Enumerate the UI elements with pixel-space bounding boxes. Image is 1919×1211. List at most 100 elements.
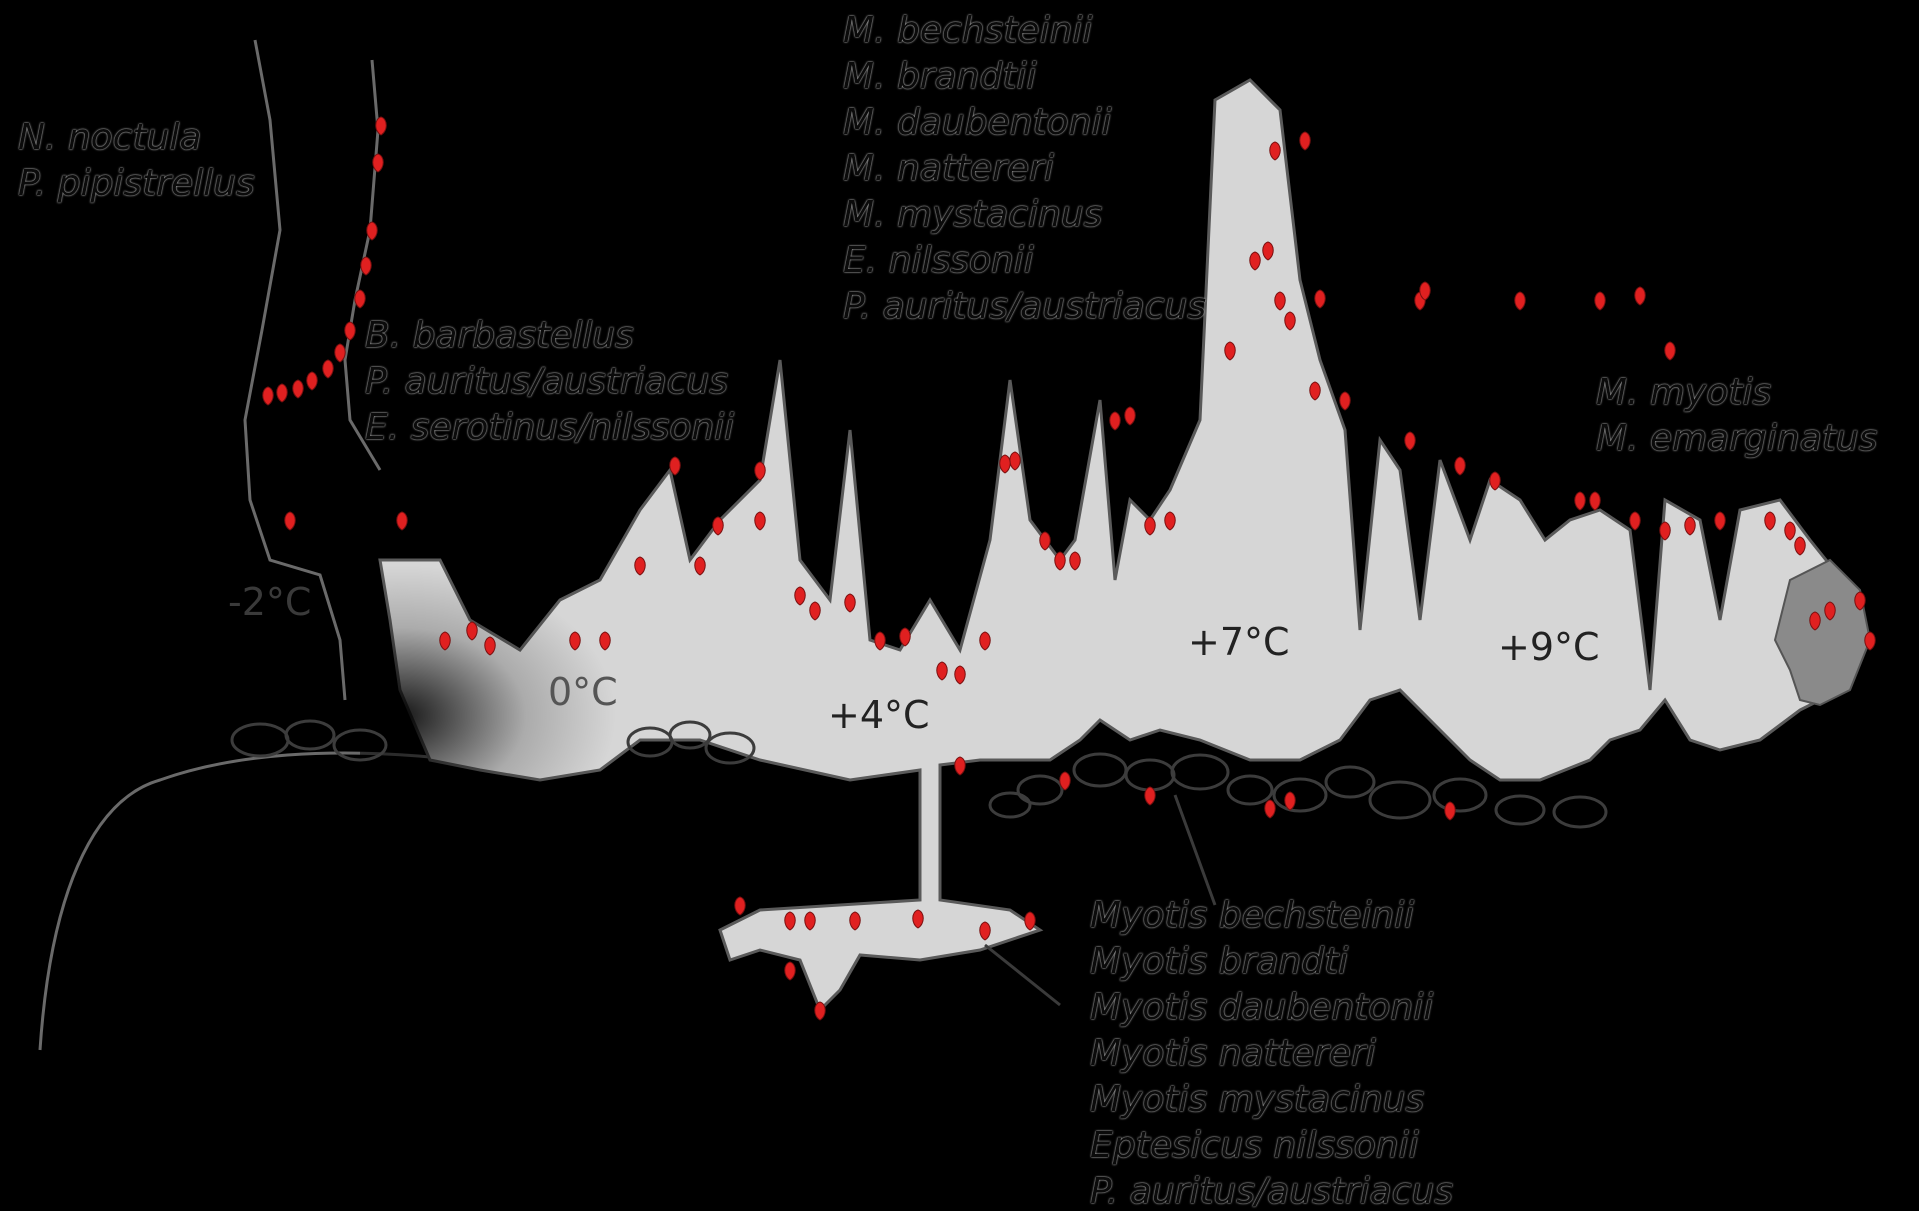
bat-marker xyxy=(754,511,766,531)
boulder xyxy=(1432,777,1488,813)
bat-marker xyxy=(1284,791,1296,811)
bat-marker xyxy=(899,627,911,647)
bat-marker xyxy=(936,661,948,681)
species-name: M. emarginatus xyxy=(1596,418,1878,459)
bat-marker xyxy=(1069,551,1081,571)
bat-marker xyxy=(669,456,681,476)
boulder xyxy=(1368,780,1432,820)
bat-marker xyxy=(1262,241,1274,261)
boulder xyxy=(1124,758,1176,792)
bat-marker xyxy=(1009,451,1021,471)
boulder xyxy=(668,720,712,750)
bat-marker xyxy=(1274,291,1286,311)
bat-marker xyxy=(694,556,706,576)
temperature-label-entrance: -2°C xyxy=(228,580,312,624)
species-name: P. auritus/austriacus xyxy=(1090,1171,1454,1211)
temperature-label-inner-hall: +7°C xyxy=(1188,620,1290,664)
species-name: Myotis daubentonii xyxy=(1090,987,1434,1028)
bat-marker xyxy=(484,636,496,656)
boulder xyxy=(230,722,290,758)
bat-marker xyxy=(599,631,611,651)
species-name: Myotis mystacinus xyxy=(1090,1079,1425,1120)
bat-marker xyxy=(1059,771,1071,791)
bat-marker xyxy=(292,379,304,399)
species-name: Myotis nattereri xyxy=(1090,1033,1376,1074)
floor-boulders xyxy=(230,719,1608,829)
species-label-entrance-wall: B. barbastellus P. auritus/austriacus E.… xyxy=(365,313,734,451)
pointer-arrow-lower-passage xyxy=(984,943,1061,1007)
bat-marker xyxy=(979,631,991,651)
bat-marker xyxy=(954,665,966,685)
bat-marker xyxy=(794,586,806,606)
bat-marker xyxy=(1634,286,1646,306)
species-name: M. daubentonii xyxy=(843,102,1112,143)
bat-marker xyxy=(814,1001,826,1021)
bat-marker xyxy=(1124,406,1136,426)
bat-marker xyxy=(1109,411,1121,431)
boulder xyxy=(1170,753,1230,791)
bat-marker xyxy=(1144,516,1156,536)
bat-marker xyxy=(784,961,796,981)
bat-marker xyxy=(1224,341,1236,361)
species-name: Myotis bechsteinii xyxy=(1090,895,1415,936)
bat-marker xyxy=(360,256,372,276)
species-name: N. noctula xyxy=(18,117,202,158)
bat-marker xyxy=(306,371,318,391)
bat-marker xyxy=(1824,601,1836,621)
bat-marker xyxy=(804,911,816,931)
bat-marker xyxy=(1054,551,1066,571)
species-name: Eptesicus nilssonii xyxy=(1090,1125,1419,1166)
bat-marker xyxy=(375,116,387,136)
bat-marker xyxy=(912,909,924,929)
species-name: Myotis brandti xyxy=(1090,941,1349,982)
species-name: M. bechsteinii xyxy=(843,10,1093,51)
species-name: B. barbastellus xyxy=(365,315,634,356)
boulder xyxy=(988,791,1032,819)
bat-marker xyxy=(1594,291,1606,311)
boulder xyxy=(1272,777,1328,813)
bat-marker xyxy=(1589,491,1601,511)
bat-marker xyxy=(396,511,408,531)
bat-marker xyxy=(322,359,334,379)
bat-marker xyxy=(999,454,1011,474)
bat-marker xyxy=(844,593,856,613)
bat-marker xyxy=(262,386,274,406)
temperature-label-main-hall: +4°C xyxy=(828,693,930,737)
bat-marker xyxy=(1809,611,1821,631)
entrance-cliff-outline xyxy=(243,39,347,701)
bat-marker xyxy=(954,756,966,776)
bat-marker xyxy=(712,516,724,536)
species-label-entrance-top: N. noctula P. pipistrellus xyxy=(18,115,255,207)
boulder xyxy=(1324,765,1376,799)
boulder xyxy=(1494,794,1546,826)
bat-marker xyxy=(754,461,766,481)
boulder xyxy=(1072,752,1128,788)
bat-marker xyxy=(1314,289,1326,309)
bat-marker xyxy=(1024,911,1036,931)
bat-marker xyxy=(1284,311,1296,331)
boulder xyxy=(1226,774,1274,806)
bat-marker xyxy=(1489,471,1501,491)
bat-marker xyxy=(634,556,646,576)
bat-marker xyxy=(439,631,451,651)
species-name: M. myotis xyxy=(1596,372,1772,413)
bat-marker xyxy=(372,153,384,173)
bat-marker xyxy=(1659,521,1671,541)
boulder xyxy=(704,731,756,765)
bat-marker xyxy=(276,383,288,403)
bat-marker xyxy=(1864,631,1876,651)
temperature-label-deep-hall: +9°C xyxy=(1498,625,1600,669)
bat-marker xyxy=(354,289,366,309)
bat-marker xyxy=(1764,511,1776,531)
bat-marker xyxy=(979,921,991,941)
species-name: M. brandtii xyxy=(843,56,1037,97)
bat-marker xyxy=(1664,341,1676,361)
species-label-deep-chamber: M. myotis M. emarginatus xyxy=(1596,370,1877,462)
boulder xyxy=(332,728,388,762)
bat-marker xyxy=(1249,251,1261,271)
boulder xyxy=(1016,774,1064,806)
bat-marker xyxy=(1454,456,1466,476)
entrance-shadow xyxy=(360,520,760,800)
